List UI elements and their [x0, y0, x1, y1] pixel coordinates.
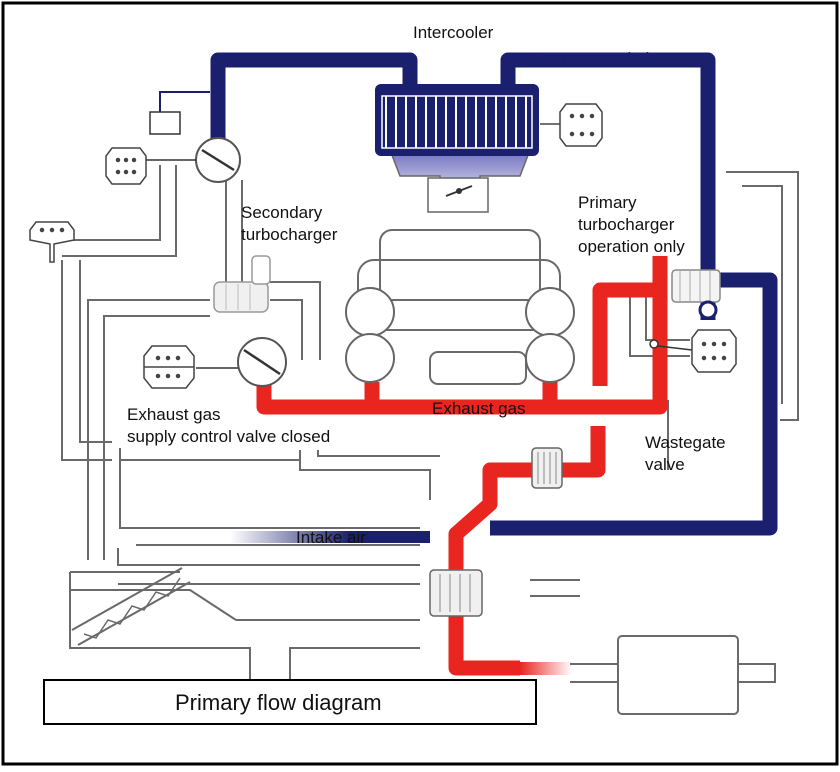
exhaust-gas-label: Exhaust gas — [432, 399, 526, 418]
outline-pipes — [61, 165, 799, 715]
catalytic-converter-lower-icon — [429, 569, 483, 617]
actuator-intercooler-icon — [540, 103, 603, 147]
secondary-turbo-label-1: Secondary — [241, 203, 323, 222]
primary-turbo-label-1: Primary — [578, 193, 637, 212]
actuator-top-left-icon — [105, 147, 147, 185]
actuator-exhaust-valve-icon — [143, 345, 195, 389]
caption-box: Primary flow diagram — [43, 679, 537, 725]
actuator-wastegate-icon — [691, 329, 737, 373]
wastegate-label-2: valve — [645, 455, 685, 474]
compressed-air-label: Compressed air — [535, 49, 655, 68]
catalytic-converter-upper-icon — [531, 447, 563, 489]
caption-text: Primary flow diagram — [175, 690, 382, 715]
wastegate-label-1: Wastegate — [645, 433, 726, 452]
intake-air-label: Intake air — [296, 528, 366, 547]
compressed-air-pipe — [210, 52, 778, 536]
primary-turbo-icon — [671, 269, 721, 320]
intake-air-pipe — [230, 531, 430, 543]
primary-turbo-label-2: turbocharger — [578, 215, 675, 234]
exhaust-supply-valve — [196, 337, 287, 387]
wastegate-valve — [649, 339, 693, 351]
air-filter-icon — [71, 567, 191, 646]
solenoid-box — [149, 111, 181, 135]
intake-control-valve — [145, 137, 241, 183]
exhaust-outlet — [520, 662, 572, 675]
exhaust-gas-pipe — [256, 256, 668, 676]
secondary-turbo-icon — [213, 255, 271, 313]
intercooler-label: Intercooler — [413, 23, 494, 42]
exhaust-valve-label-2: supply control valve closed — [127, 427, 330, 446]
pressure-line — [159, 91, 210, 112]
intercooler-icon — [375, 84, 539, 213]
primary-turbo-label-3: operation only — [578, 237, 685, 256]
manifold-ports — [345, 287, 575, 383]
secondary-turbo-label-2: turbocharger — [241, 225, 338, 244]
actuator-far-left-icon — [29, 221, 75, 263]
exhaust-valve-label-1: Exhaust gas — [127, 405, 221, 424]
